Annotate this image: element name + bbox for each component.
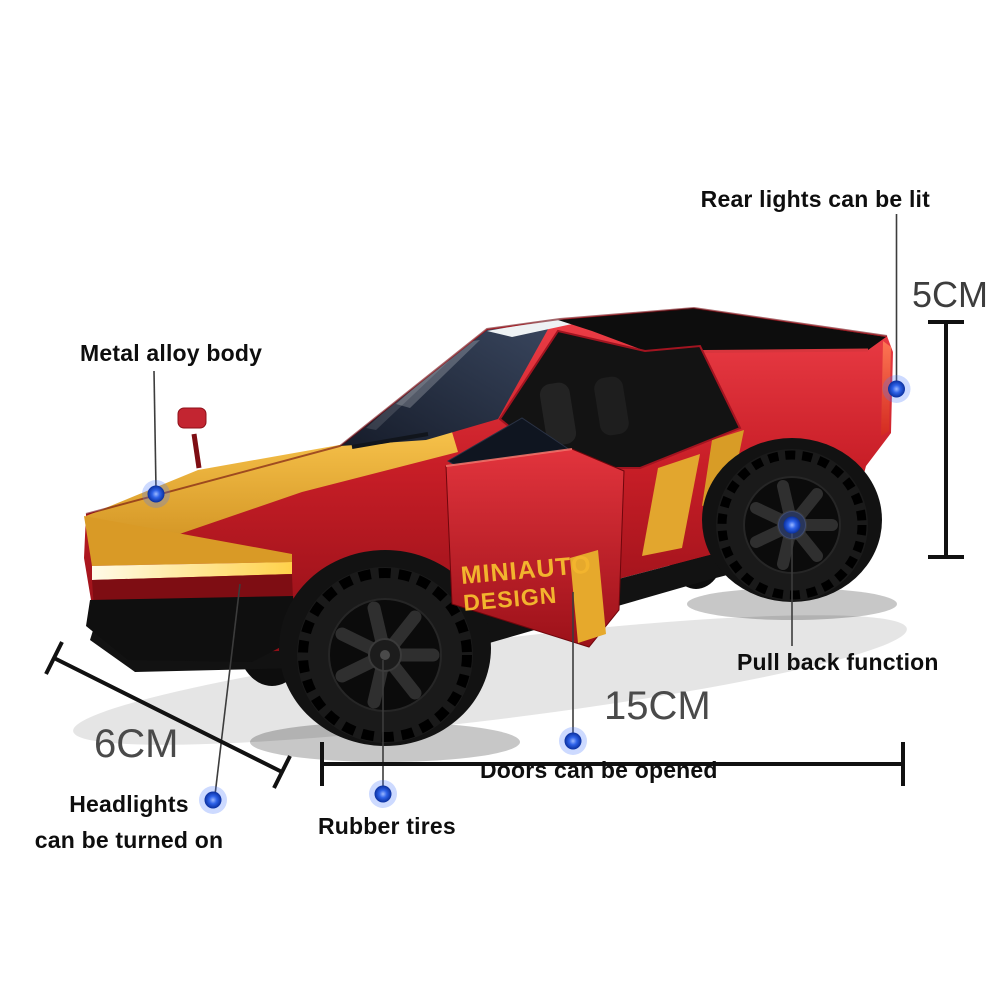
dimension-label-width: 6CM xyxy=(94,722,179,766)
door-gold-band xyxy=(570,550,606,643)
tail-light-strip xyxy=(881,341,891,436)
height-dimension-line xyxy=(928,320,964,559)
callout-label-metal-body: Metal alloy body xyxy=(80,340,263,366)
callout-label-doors: Doors can be opened xyxy=(480,757,718,783)
side-mirror xyxy=(177,407,207,469)
open-door: MINIAUTO DESIGN xyxy=(445,417,625,648)
callout-dot-headlights xyxy=(199,786,227,814)
length-dimension-line xyxy=(320,742,905,786)
callout-dot-metal-body xyxy=(142,480,170,508)
glass-roof xyxy=(487,319,586,337)
width-dimension-line xyxy=(44,641,292,789)
callout-line-metal-body xyxy=(153,370,157,490)
callout-label-headlights: Headlights can be turned on xyxy=(26,786,232,858)
callout-dot-pull-back xyxy=(778,511,806,539)
body-outline xyxy=(85,306,888,515)
hood-gold-panel xyxy=(86,432,458,556)
door-top-highlight xyxy=(445,448,573,467)
windshield-reflection-2 xyxy=(366,360,450,430)
callout-label-headlights-line1: Headlights xyxy=(69,791,189,817)
dimension-label-length: 15CM xyxy=(604,684,711,728)
seat-rear xyxy=(594,376,629,436)
callout-dots xyxy=(142,375,911,814)
callout-label-headlights-line2: can be turned on xyxy=(34,827,224,853)
front-wheel xyxy=(297,567,473,743)
front-fascia-gold xyxy=(84,516,292,566)
dimension-lines xyxy=(44,320,964,789)
front-bumper xyxy=(86,596,298,662)
wiper xyxy=(351,432,429,449)
callout-dot-doors xyxy=(559,727,587,755)
side-graphic-gold-1 xyxy=(642,454,700,556)
callout-line-headlights xyxy=(214,583,241,796)
windshield xyxy=(340,322,552,446)
bed-opening xyxy=(558,308,886,352)
callout-dot-rear-lights xyxy=(882,375,911,403)
callout-label-rubber-tires: Rubber tires xyxy=(318,813,456,839)
callout-lines xyxy=(153,214,898,796)
callout-dot-rubber-tires xyxy=(369,780,397,808)
callout-label-pull-back: Pull back function xyxy=(737,649,939,675)
seat-front xyxy=(539,382,577,446)
dimension-label-height: 5CM xyxy=(912,274,989,315)
windshield-reflection xyxy=(396,340,480,408)
callout-label-rear-lights: Rear lights can be lit xyxy=(700,186,930,212)
